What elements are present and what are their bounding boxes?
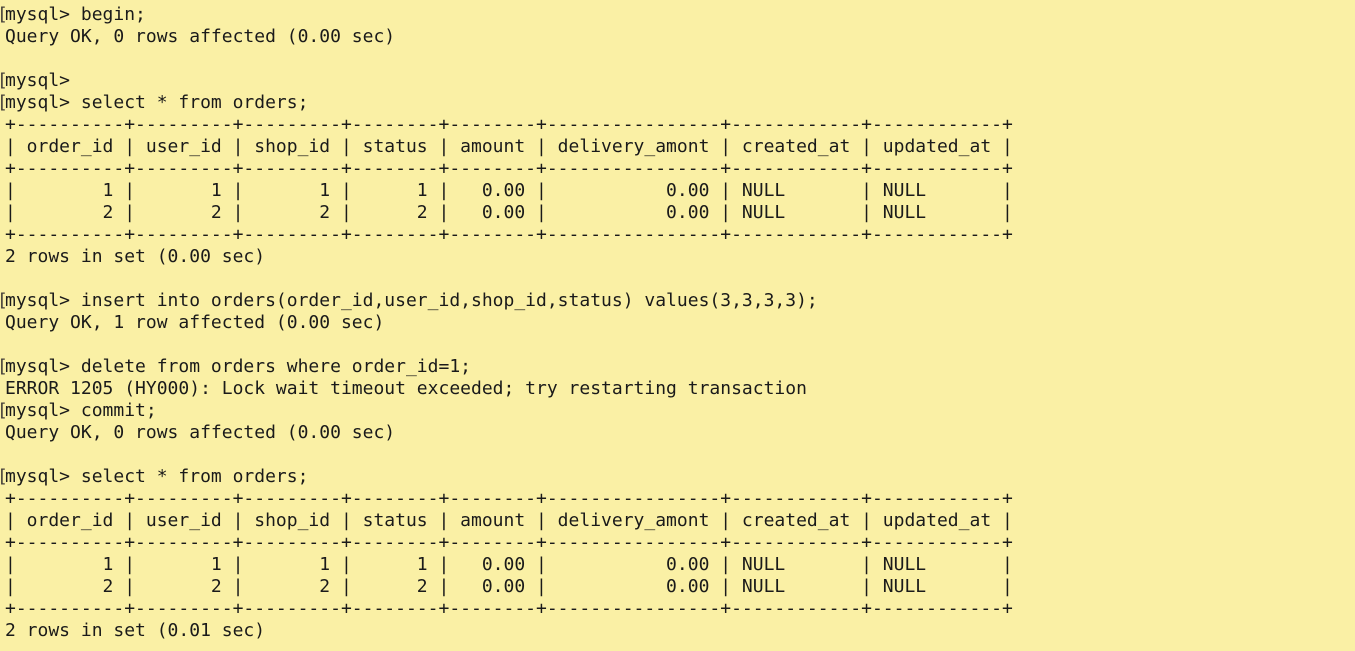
terminal-line	[5, 334, 1355, 356]
command-mark-icon: [	[0, 4, 8, 26]
command-mark-icon: [	[0, 466, 8, 488]
terminal-output: [mysql> begin;Query OK, 0 rows affected …	[0, 4, 1355, 642]
terminal-line: 2 rows in set (0.00 sec)	[5, 246, 1355, 268]
terminal-line-text: mysql> commit;	[5, 400, 157, 421]
terminal-line: [mysql> select * from orders;	[0, 92, 1355, 114]
terminal-line-text: +----------+---------+---------+--------…	[5, 532, 1013, 553]
terminal-line: [mysql> insert into orders(order_id,user…	[0, 290, 1355, 312]
terminal-line: +----------+---------+---------+--------…	[5, 488, 1355, 510]
terminal-line: +----------+---------+---------+--------…	[5, 532, 1355, 554]
terminal-line-text: mysql> insert into orders(order_id,user_…	[5, 290, 818, 311]
terminal-line-text: mysql> select * from orders;	[5, 466, 309, 487]
terminal-line: +----------+---------+---------+--------…	[5, 224, 1355, 246]
terminal-line: | 2 | 2 | 2 | 2 | 0.00 | 0.00 | NULL | N…	[5, 576, 1355, 598]
command-mark-icon: [	[0, 356, 8, 378]
terminal-line	[5, 48, 1355, 70]
terminal-line: Query OK, 0 rows affected (0.00 sec)	[5, 422, 1355, 444]
terminal-line: | 1 | 1 | 1 | 1 | 0.00 | 0.00 | NULL | N…	[5, 180, 1355, 202]
terminal-line-text: | order_id | user_id | shop_id | status …	[5, 136, 1013, 157]
terminal-line-text: | 1 | 1 | 1 | 1 | 0.00 | 0.00 | NULL | N…	[5, 180, 1013, 201]
terminal-line: [mysql>	[0, 70, 1355, 92]
terminal-line	[5, 444, 1355, 466]
terminal-line-text: | order_id | user_id | shop_id | status …	[5, 510, 1013, 531]
terminal-line: [mysql> delete from orders where order_i…	[0, 356, 1355, 378]
terminal-line-text: +----------+---------+---------+--------…	[5, 598, 1013, 619]
terminal-line: | 1 | 1 | 1 | 1 | 0.00 | 0.00 | NULL | N…	[5, 554, 1355, 576]
terminal-line-text: +----------+---------+---------+--------…	[5, 224, 1013, 245]
command-mark-icon: [	[0, 400, 8, 422]
terminal-line: [mysql> select * from orders;	[0, 466, 1355, 488]
terminal-line: 2 rows in set (0.01 sec)	[5, 620, 1355, 642]
terminal-line: | order_id | user_id | shop_id | status …	[5, 136, 1355, 158]
terminal-line-text: mysql> begin;	[5, 4, 146, 25]
terminal-line: +----------+---------+---------+--------…	[5, 114, 1355, 136]
terminal-line-text: Query OK, 0 rows affected (0.00 sec)	[5, 422, 396, 443]
terminal-line-text: +----------+---------+---------+--------…	[5, 158, 1013, 179]
terminal-line-text: ERROR 1205 (HY000): Lock wait timeout ex…	[5, 378, 807, 399]
terminal-line-text: 2 rows in set (0.01 sec)	[5, 620, 266, 641]
terminal-line-text: mysql> delete from orders where order_id…	[5, 356, 471, 377]
command-mark-icon: [	[0, 92, 8, 114]
command-mark-icon: [	[0, 70, 8, 92]
terminal-line-text: Query OK, 0 rows affected (0.00 sec)	[5, 26, 396, 47]
terminal-line: Query OK, 0 rows affected (0.00 sec)	[5, 26, 1355, 48]
terminal-line: +----------+---------+---------+--------…	[5, 158, 1355, 180]
terminal-line-text: | 2 | 2 | 2 | 2 | 0.00 | 0.00 | NULL | N…	[5, 202, 1013, 223]
terminal-line-text: Query OK, 1 row affected (0.00 sec)	[5, 312, 385, 333]
terminal-line: | 2 | 2 | 2 | 2 | 0.00 | 0.00 | NULL | N…	[5, 202, 1355, 224]
terminal-line-text: 2 rows in set (0.00 sec)	[5, 246, 266, 267]
terminal-line: [mysql> commit;	[0, 400, 1355, 422]
terminal-line: [mysql> begin;	[0, 4, 1355, 26]
terminal-line	[5, 268, 1355, 290]
terminal-line-text: +----------+---------+---------+--------…	[5, 114, 1013, 135]
terminal-line-text: +----------+---------+---------+--------…	[5, 488, 1013, 509]
terminal-line: ERROR 1205 (HY000): Lock wait timeout ex…	[5, 378, 1355, 400]
terminal-line-text: | 2 | 2 | 2 | 2 | 0.00 | 0.00 | NULL | N…	[5, 576, 1013, 597]
terminal-line: Query OK, 1 row affected (0.00 sec)	[5, 312, 1355, 334]
command-mark-icon: [	[0, 290, 8, 312]
terminal-line-text: | 1 | 1 | 1 | 1 | 0.00 | 0.00 | NULL | N…	[5, 554, 1013, 575]
terminal-line-text: mysql>	[5, 70, 71, 91]
terminal-line: +----------+---------+---------+--------…	[5, 598, 1355, 620]
terminal-line: | order_id | user_id | shop_id | status …	[5, 510, 1355, 532]
terminal-line-text: mysql> select * from orders;	[5, 92, 309, 113]
